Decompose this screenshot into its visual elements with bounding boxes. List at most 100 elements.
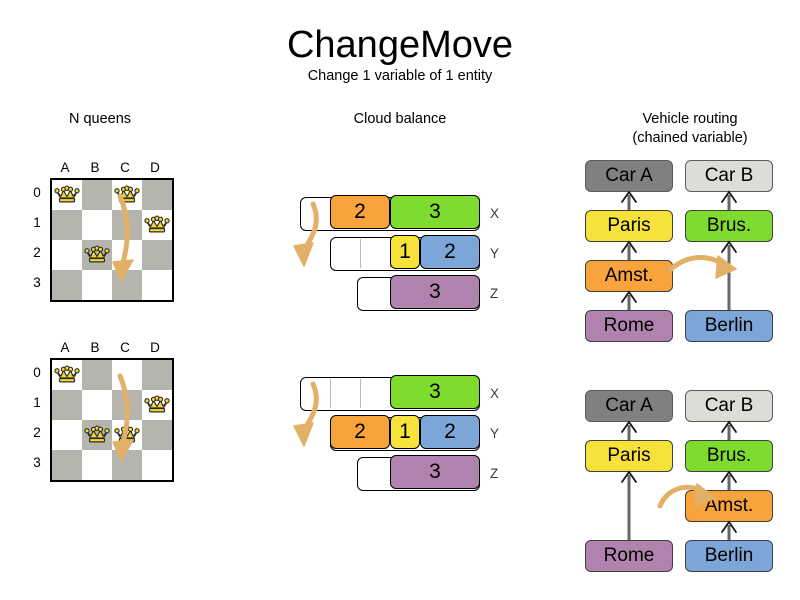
section-heading-cloud-balance: Cloud balance	[353, 111, 447, 127]
cloud-process-value: 3	[429, 460, 441, 484]
board-square-B0[interactable]	[82, 180, 112, 210]
routing-node-carb[interactable]: Car B	[685, 160, 773, 192]
routing-node-berlin[interactable]: Berlin	[685, 310, 773, 342]
board-square-A2[interactable]	[52, 420, 82, 450]
routing-node-carb[interactable]: Car B	[685, 390, 773, 422]
cloud-process-segment[interactable]: 3	[390, 455, 480, 490]
board-rank-label-2: 2	[33, 245, 41, 260]
chessboard-grid	[50, 178, 174, 302]
board-square-D3[interactable]	[142, 270, 172, 300]
board-square-B3[interactable]	[82, 270, 112, 300]
page-title: ChangeMove	[286, 24, 514, 66]
routing-node-label: Car B	[704, 395, 754, 416]
cloud-track-divider	[360, 239, 361, 268]
page-subtitle: Change 1 variable of 1 entity	[307, 68, 493, 84]
routing-node-label: Rome	[603, 315, 655, 336]
routing-node-label: Car B	[704, 165, 754, 186]
routing-node-label: Amst.	[704, 495, 754, 516]
routing-node-label: Brus.	[706, 215, 752, 236]
board-file-label-A: A	[60, 340, 70, 355]
routing-node-label: Rome	[603, 545, 655, 566]
routing-node-rome[interactable]: Rome	[585, 310, 673, 342]
board-file-label-B: B	[90, 340, 100, 355]
cloud-process-segment[interactable]: 3	[390, 195, 480, 230]
board-file-label-D: D	[150, 340, 160, 355]
cloud-machine-label-Z: Z	[490, 466, 499, 481]
board-square-D0[interactable]	[142, 360, 172, 390]
cloud-process-value: 3	[429, 380, 441, 404]
section-heading-vehicle-routing: Vehicle routing (chained variable)	[600, 110, 780, 148]
board-square-A1[interactable]	[52, 210, 82, 240]
chain-arrow	[721, 520, 737, 540]
cloud-machine-label-Z: Z	[490, 286, 499, 301]
cloud-machine-label-Y: Y	[490, 426, 500, 441]
board-square-B1[interactable]	[82, 390, 112, 420]
board-rank-label-0: 0	[33, 185, 41, 200]
cloud-process-segment[interactable]: 1	[390, 235, 420, 270]
cloud-process-segment[interactable]: 3	[390, 375, 480, 410]
board-rank-label-1: 1	[33, 215, 41, 230]
cloud-machine-label-Y: Y	[490, 246, 500, 261]
cloud-process-value: 3	[429, 200, 441, 224]
board-rank-label-1: 1	[33, 395, 41, 410]
board-rank-label-0: 0	[33, 365, 41, 380]
routing-node-brus[interactable]: Brus.	[685, 210, 773, 242]
routing-node-berlin[interactable]: Berlin	[685, 540, 773, 572]
routing-node-cara[interactable]: Car A	[585, 160, 673, 192]
board-square-D0[interactable]	[142, 180, 172, 210]
routing-node-label: Brus.	[706, 445, 752, 466]
routing-node-rome[interactable]: Rome	[585, 540, 673, 572]
section-heading-routing-line1: Vehicle routing	[642, 111, 738, 127]
routing-node-brus[interactable]: Brus.	[685, 440, 773, 472]
cloud-process-value: 3	[429, 280, 441, 304]
cloud-machine-label-X: X	[490, 386, 500, 401]
cloud-process-segment[interactable]: 2	[330, 195, 390, 230]
cloud-process-value: 1	[399, 240, 411, 264]
cloud-machine-label-X: X	[490, 206, 500, 221]
section-heading-nqueens: N queens	[68, 111, 132, 127]
routing-node-label: Amst.	[604, 265, 654, 286]
routing-node-label: Car A	[605, 395, 653, 416]
board-square-A1[interactable]	[52, 390, 82, 420]
board-rank-label-3: 3	[33, 275, 41, 290]
cloud-track-divider	[330, 379, 331, 408]
routing-node-label: Paris	[607, 445, 651, 466]
cloud-process-value: 1	[399, 420, 411, 444]
cloud-process-segment[interactable]: 1	[390, 415, 420, 450]
routing-node-paris[interactable]: Paris	[585, 210, 673, 242]
board-square-D3[interactable]	[142, 450, 172, 480]
board-square-D2[interactable]	[142, 240, 172, 270]
routing-node-label: Car A	[605, 165, 653, 186]
cloud-process-value: 2	[444, 240, 456, 264]
board-square-B3[interactable]	[82, 450, 112, 480]
routing-node-label: Berlin	[704, 545, 754, 566]
cloud-track-divider	[360, 379, 361, 408]
board-square-A2[interactable]	[52, 240, 82, 270]
routing-node-amst[interactable]: Amst.	[685, 490, 773, 522]
board-square-B0[interactable]	[82, 360, 112, 390]
cloud-process-value: 2	[354, 200, 366, 224]
board-square-D2[interactable]	[142, 420, 172, 450]
board-file-label-A: A	[60, 160, 70, 175]
board-square-A3[interactable]	[52, 270, 82, 300]
cloud-process-segment[interactable]: 2	[330, 415, 390, 450]
routing-node-paris[interactable]: Paris	[585, 440, 673, 472]
board-rank-label-2: 2	[33, 425, 41, 440]
cloud-process-value: 2	[354, 420, 366, 444]
cloud-process-segment[interactable]: 2	[420, 415, 480, 450]
cloud-process-segment[interactable]: 2	[420, 235, 480, 270]
board-square-A3[interactable]	[52, 450, 82, 480]
board-file-label-C: C	[120, 340, 130, 355]
board-file-label-B: B	[90, 160, 100, 175]
routing-node-cara[interactable]: Car A	[585, 390, 673, 422]
board-rank-label-3: 3	[33, 455, 41, 470]
board-square-B1[interactable]	[82, 210, 112, 240]
routing-node-amst[interactable]: Amst.	[585, 260, 673, 292]
cloud-process-value: 2	[444, 420, 456, 444]
routing-node-label: Paris	[607, 215, 651, 236]
board-file-label-D: D	[150, 160, 160, 175]
cloud-process-segment[interactable]: 3	[390, 275, 480, 310]
